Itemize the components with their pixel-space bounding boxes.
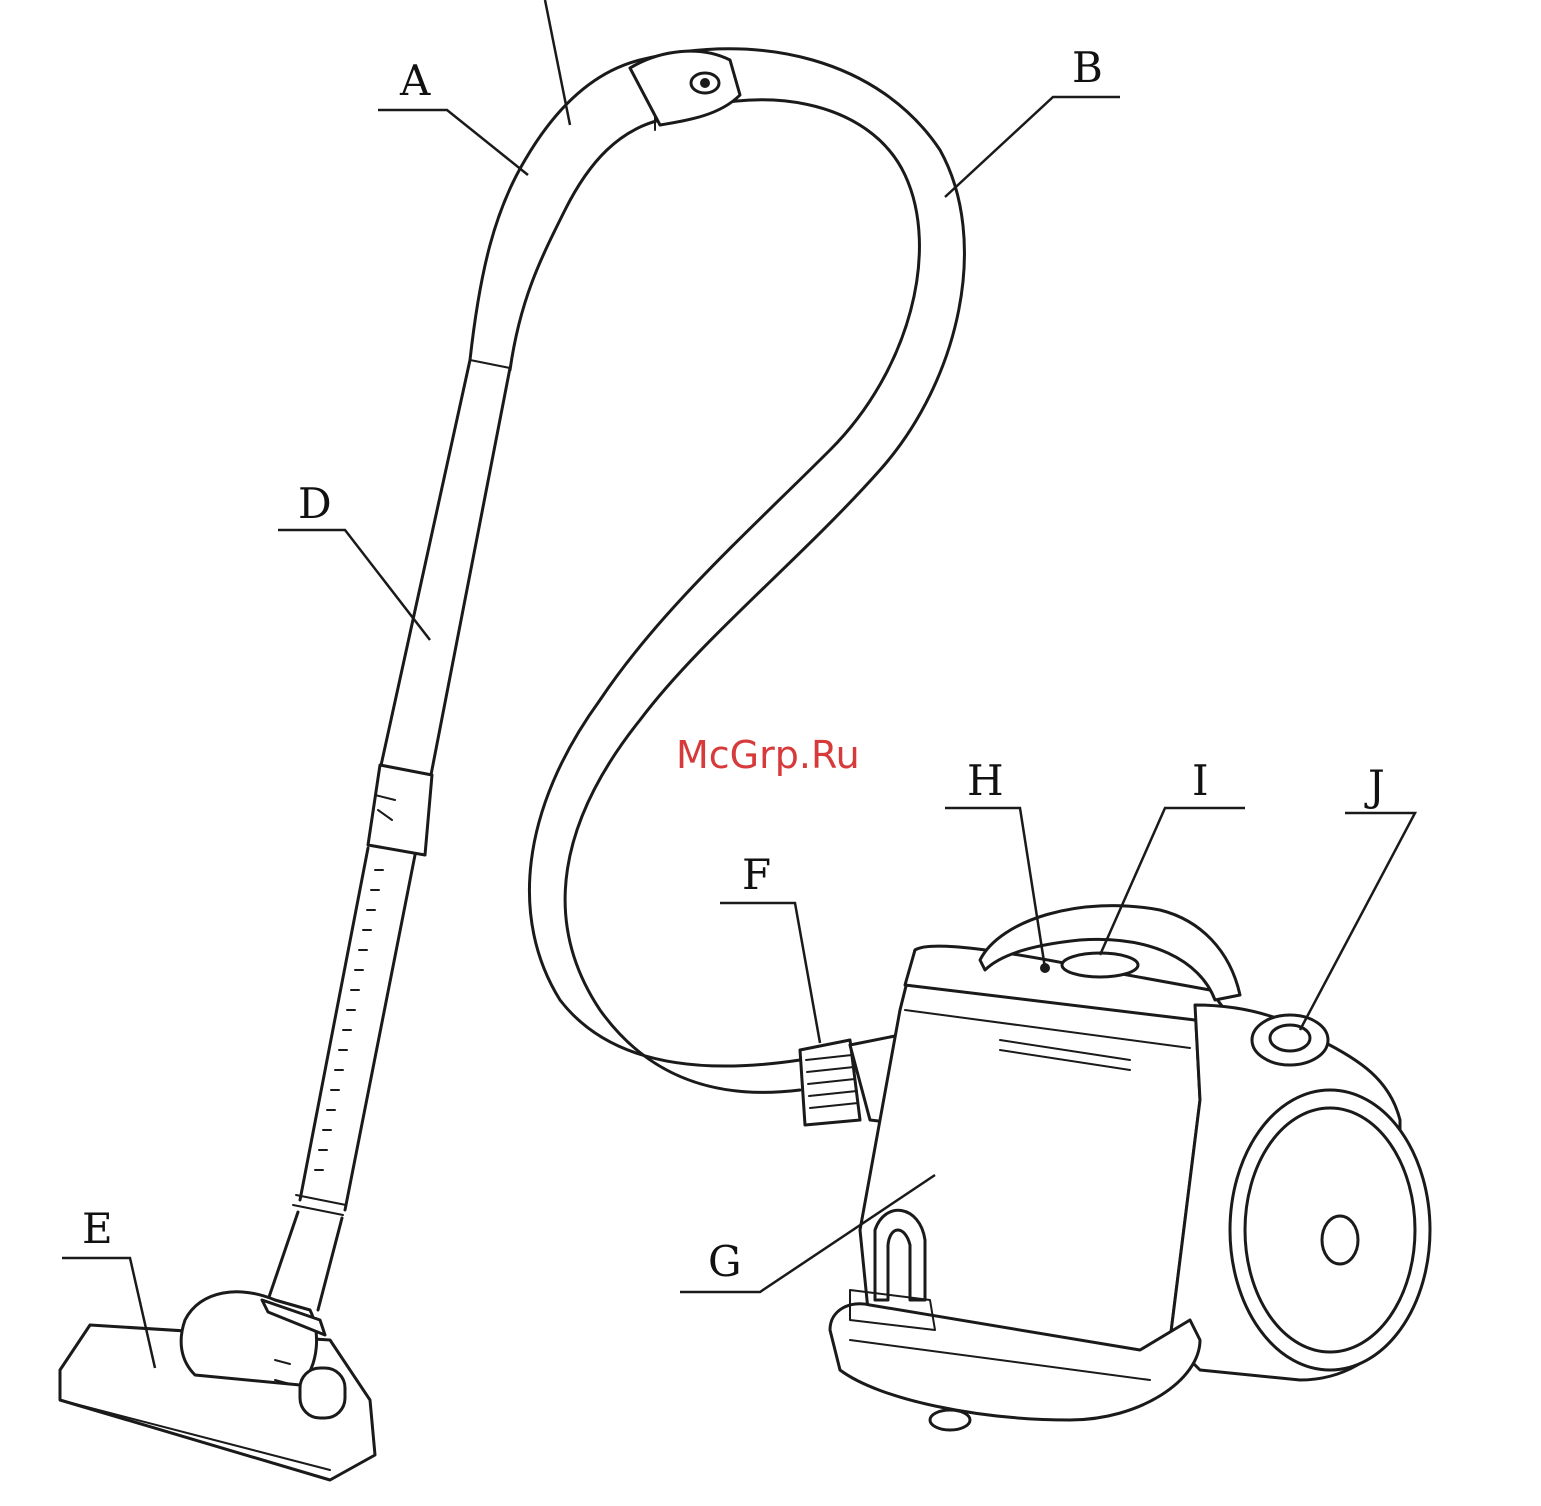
label-H: H (967, 756, 1004, 805)
label-B: B (1072, 43, 1103, 92)
label-J: J (1364, 761, 1385, 810)
tube-scale-marks (315, 870, 383, 1170)
label-I: I (1192, 756, 1209, 805)
label-F: F (742, 850, 771, 899)
handle (470, 51, 740, 370)
hose (529, 49, 964, 1093)
watermark: McGrp.Ru (676, 733, 860, 777)
label-A: A (399, 56, 431, 105)
label-G: G (708, 1237, 742, 1286)
label-D: D (298, 479, 332, 528)
label-E: E (82, 1204, 113, 1253)
floor-nozzle (60, 1292, 375, 1480)
main-body (830, 906, 1430, 1430)
